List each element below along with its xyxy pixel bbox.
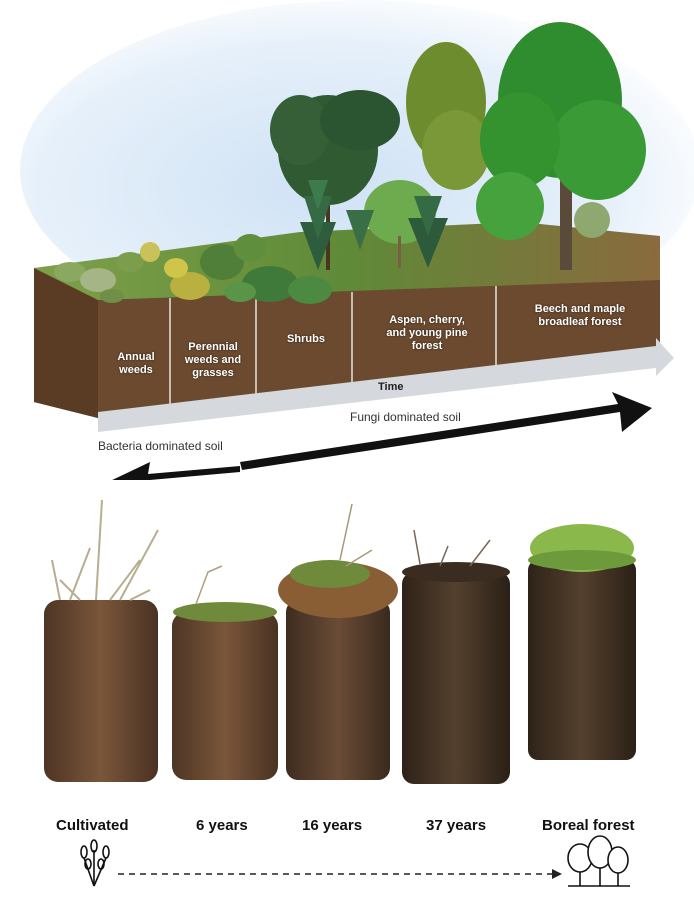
shrubs-vegetation xyxy=(224,266,332,304)
time-label: Time xyxy=(378,381,404,393)
sample-label-16-years: 16 years xyxy=(302,817,363,834)
stage-label-shrubs: Shrubs xyxy=(287,333,325,345)
stage-label-annual-weeds: Annual weeds xyxy=(117,351,155,376)
sample-label-37-years: 37 years xyxy=(426,817,487,834)
sample-label-cultivated: Cultivated xyxy=(56,817,129,834)
soil-block-side xyxy=(34,268,98,418)
sample-label-boreal-forest: Boreal forest xyxy=(542,817,635,834)
soil-core-cultivated xyxy=(44,499,159,782)
fungi-dominated-label: Fungi dominated soil xyxy=(350,410,461,424)
soil-block-face xyxy=(98,280,660,412)
sample-label-6-years: 6 years xyxy=(196,817,248,834)
stage-label-perennial-weeds: Perennial weeds and grasses xyxy=(184,341,242,379)
soil-core-6-years xyxy=(172,565,278,780)
soil-dominance-double-arrow xyxy=(112,392,652,480)
soil-core-16-years xyxy=(278,503,398,780)
soil-core-boreal-forest xyxy=(528,524,636,760)
annual-weeds-vegetation xyxy=(54,242,160,303)
timeline-arrowhead xyxy=(552,869,562,879)
wheat-icon xyxy=(80,839,110,887)
forest-icon xyxy=(567,835,630,887)
soil-core-37-years xyxy=(402,529,510,784)
stage-label-beech-maple: Beech and maple broadleaf forest xyxy=(534,303,626,328)
stage-label-aspen-cherry-pine: Aspen, cherry, and young pine forest xyxy=(386,314,468,352)
bacteria-dominated-label: Bacteria dominated soil xyxy=(98,439,223,453)
succession-diorama xyxy=(20,0,694,480)
young-forest-trees xyxy=(270,42,490,270)
mature-forest-trees xyxy=(476,22,646,270)
soil-core-samples xyxy=(44,499,636,887)
perennial-grasses-vegetation xyxy=(164,234,266,300)
time-arrow xyxy=(98,338,674,432)
